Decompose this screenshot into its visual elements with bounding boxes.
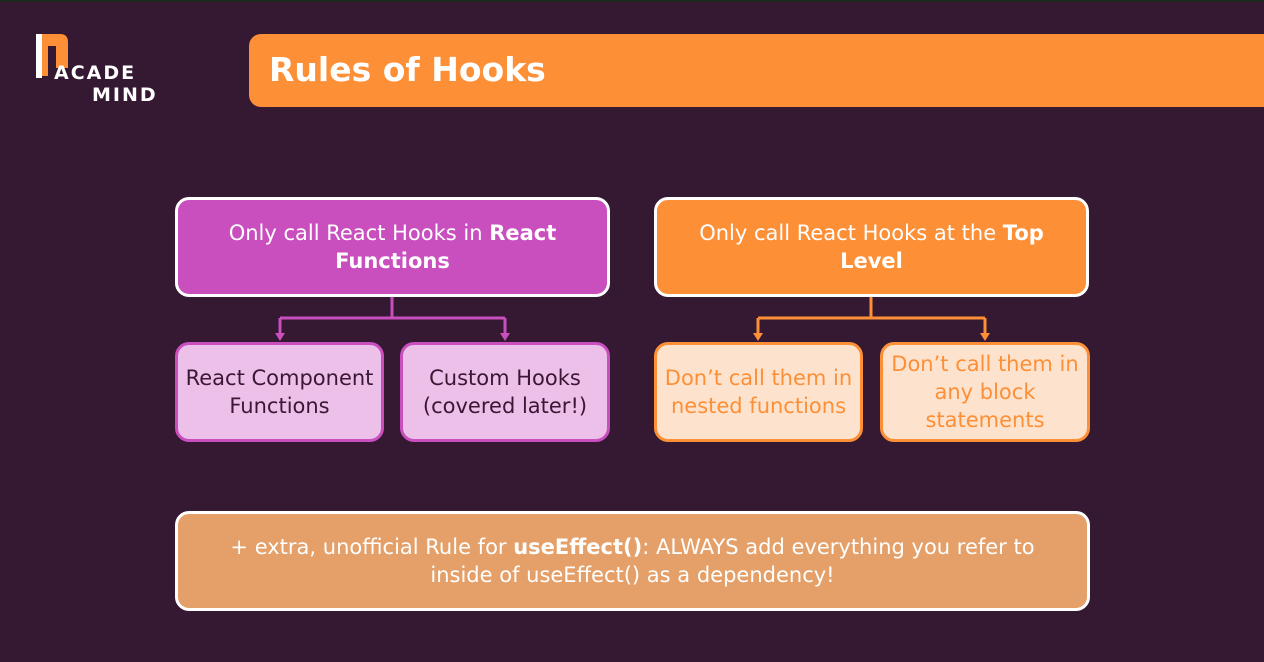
extra-bold: useEffect() — [513, 535, 643, 559]
rule1-child-1: React Component Functions — [185, 366, 374, 418]
rule2-child-1: Don’t call them in nested functions — [664, 366, 853, 418]
block-statements-box: Don’t call them in any block statements — [880, 342, 1090, 442]
rule1-child-2: Custom Hooks (covered later!) — [422, 366, 588, 418]
logo-text-line1: ACADE — [54, 62, 137, 84]
rule2-bold: Top Level — [840, 221, 1044, 273]
title-bar: Rules of Hooks — [249, 34, 1264, 107]
rule-react-functions: Only call React Hooks in React Functions — [175, 197, 610, 297]
react-component-functions-box: React Component Functions — [175, 342, 384, 442]
logo-flag-icon — [36, 34, 68, 78]
rule-top-level: Only call React Hooks at the Top Level — [654, 197, 1089, 297]
rule2-child-2: Don’t call them in any block statements — [891, 352, 1079, 432]
extra-suffix: : ALWAYS add everything you refer to ins… — [430, 535, 1035, 587]
rule1-bold: React Functions — [335, 221, 557, 273]
top-border — [0, 0, 1264, 2]
academind-logo: ACADE MIND — [34, 32, 164, 106]
extra-prefix: + extra, unofficial Rule for — [230, 535, 514, 559]
logo-text-line2: MIND — [92, 84, 158, 106]
custom-hooks-box: Custom Hooks (covered later!) — [400, 342, 610, 442]
nested-functions-box: Don’t call them in nested functions — [654, 342, 863, 442]
extra-useeffect-rule: + extra, unofficial Rule for useEffect()… — [175, 511, 1090, 611]
rule2-text: Only call React Hooks at the — [699, 221, 1003, 245]
page-title: Rules of Hooks — [269, 50, 546, 89]
rule1-text: Only call React Hooks in — [228, 221, 490, 245]
